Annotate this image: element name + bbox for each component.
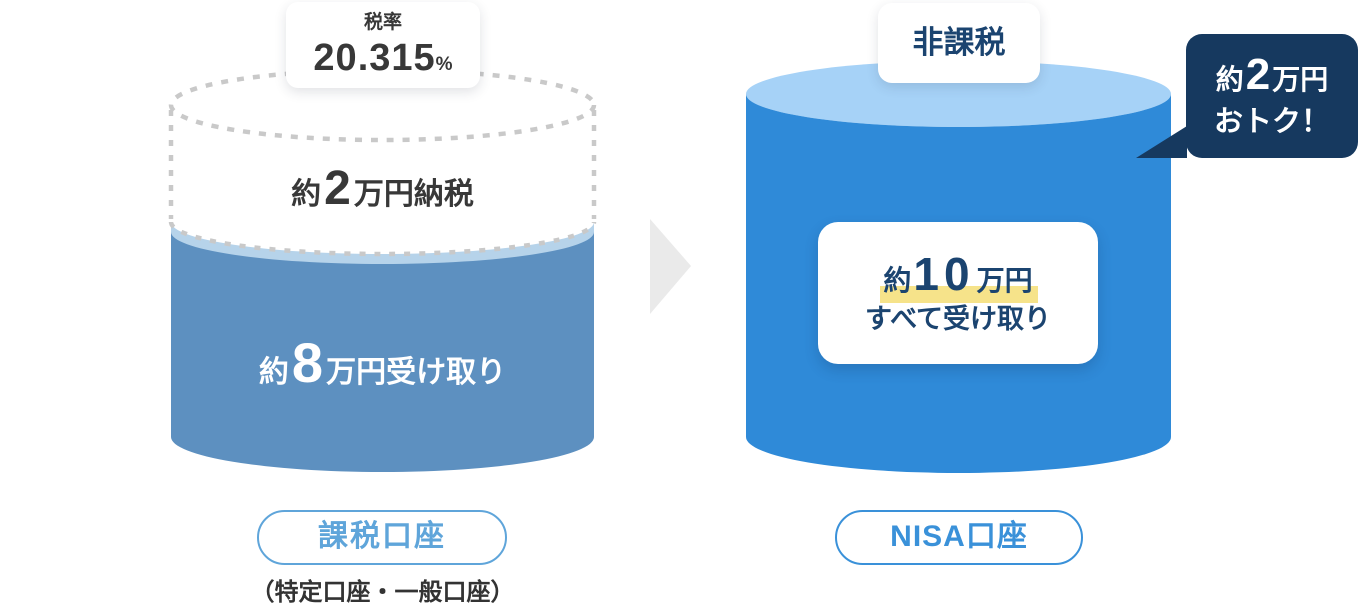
- nisa-amount-value: 10: [913, 248, 975, 300]
- nisa-account-pill: NISA口座: [835, 510, 1083, 565]
- savings-bubble: 約2万円 おトク！: [1186, 34, 1358, 158]
- savings-amount-unit: 万円: [1272, 64, 1329, 95]
- taxable-account-pill: 課税口座: [257, 510, 507, 565]
- tax-rate-label: 税率: [363, 12, 402, 33]
- savings-bubble-line2: おトク！: [1213, 106, 1330, 138]
- nisa-cylinder-top: [746, 61, 1171, 127]
- receive-amount-value: 8: [291, 331, 324, 394]
- nisa-amount-text: 約10万円: [818, 246, 1098, 302]
- tax-rate-unit: %: [435, 54, 453, 75]
- receive-amount-suffix: 万円受け取り: [326, 356, 507, 389]
- tax-free-badge: 非課税: [878, 3, 1040, 83]
- receive-amount-prefix: 約: [258, 356, 289, 389]
- amount-highlight-bar: [880, 286, 1038, 303]
- nisa-amount-card: 約10万円 すべて受け取り: [818, 222, 1098, 364]
- nisa-amount-caption: すべて受け取り: [864, 304, 1052, 334]
- savings-amount-value: 2: [1245, 50, 1271, 99]
- savings-amount-text: 約2万円: [1186, 50, 1358, 100]
- taxable-dashed-surface-arc: [168, 221, 597, 257]
- savings-amount-prefix: 約: [1215, 64, 1244, 95]
- taxable-account-caption: （特定口座・一般口座）: [250, 579, 515, 606]
- flow-arrow-icon: [650, 219, 691, 314]
- savings-bubble-tail: [1136, 126, 1187, 158]
- tax-amount-suffix: 万円納税: [353, 178, 474, 211]
- tax-amount-prefix: 約: [291, 178, 322, 211]
- tax-rate-line: 20.315%: [286, 36, 480, 88]
- tax-amount-value: 2: [324, 162, 351, 215]
- nisa-amount-unit: 万円: [976, 265, 1033, 296]
- tax-rate-value: 20.315: [313, 37, 436, 79]
- nisa-amount-prefix: 約: [883, 265, 912, 296]
- tax-rate-badge: 税率 20.315%: [286, 2, 480, 88]
- taxable-cylinder-body: [171, 232, 594, 472]
